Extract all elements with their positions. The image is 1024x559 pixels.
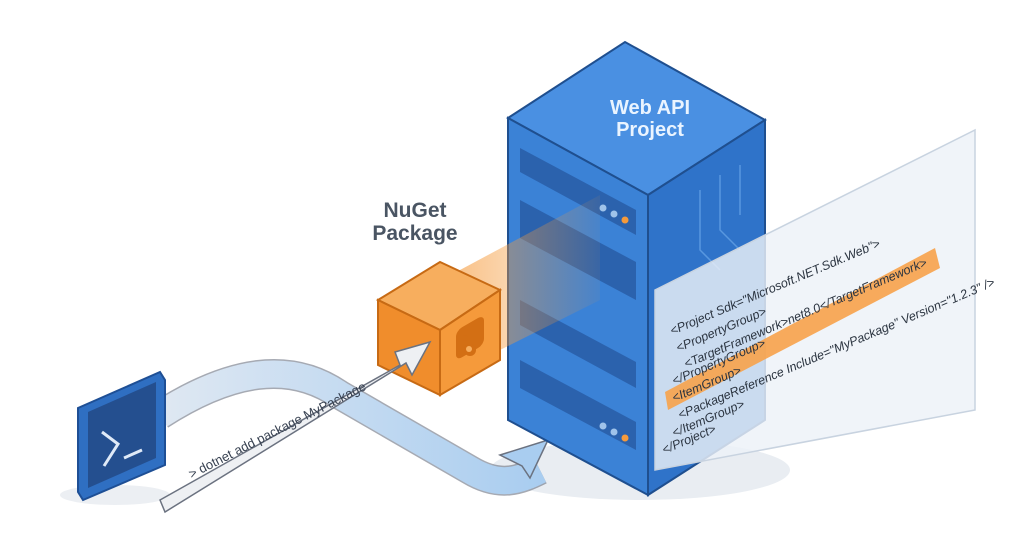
nuget-package-label: NuGet Package	[355, 199, 475, 245]
nuget-label-line1: NuGet	[383, 199, 447, 222]
package-reference-highlight	[665, 248, 940, 410]
csproj-panel	[654, 128, 976, 471]
server-label-line2: Project	[616, 118, 684, 141]
flow-arrow-head	[498, 438, 550, 480]
web-api-project-label: Web API Project	[575, 97, 725, 141]
terminal-prompt-icon	[77, 370, 166, 502]
server-label-line1: Web API	[609, 97, 690, 119]
nuget-cube-icon	[375, 260, 503, 397]
nuget-label-line2: Package	[372, 221, 458, 245]
terminal-shadow	[60, 485, 170, 505]
flow-arrow-to-server	[152, 360, 547, 495]
command-arrow	[159, 340, 432, 514]
